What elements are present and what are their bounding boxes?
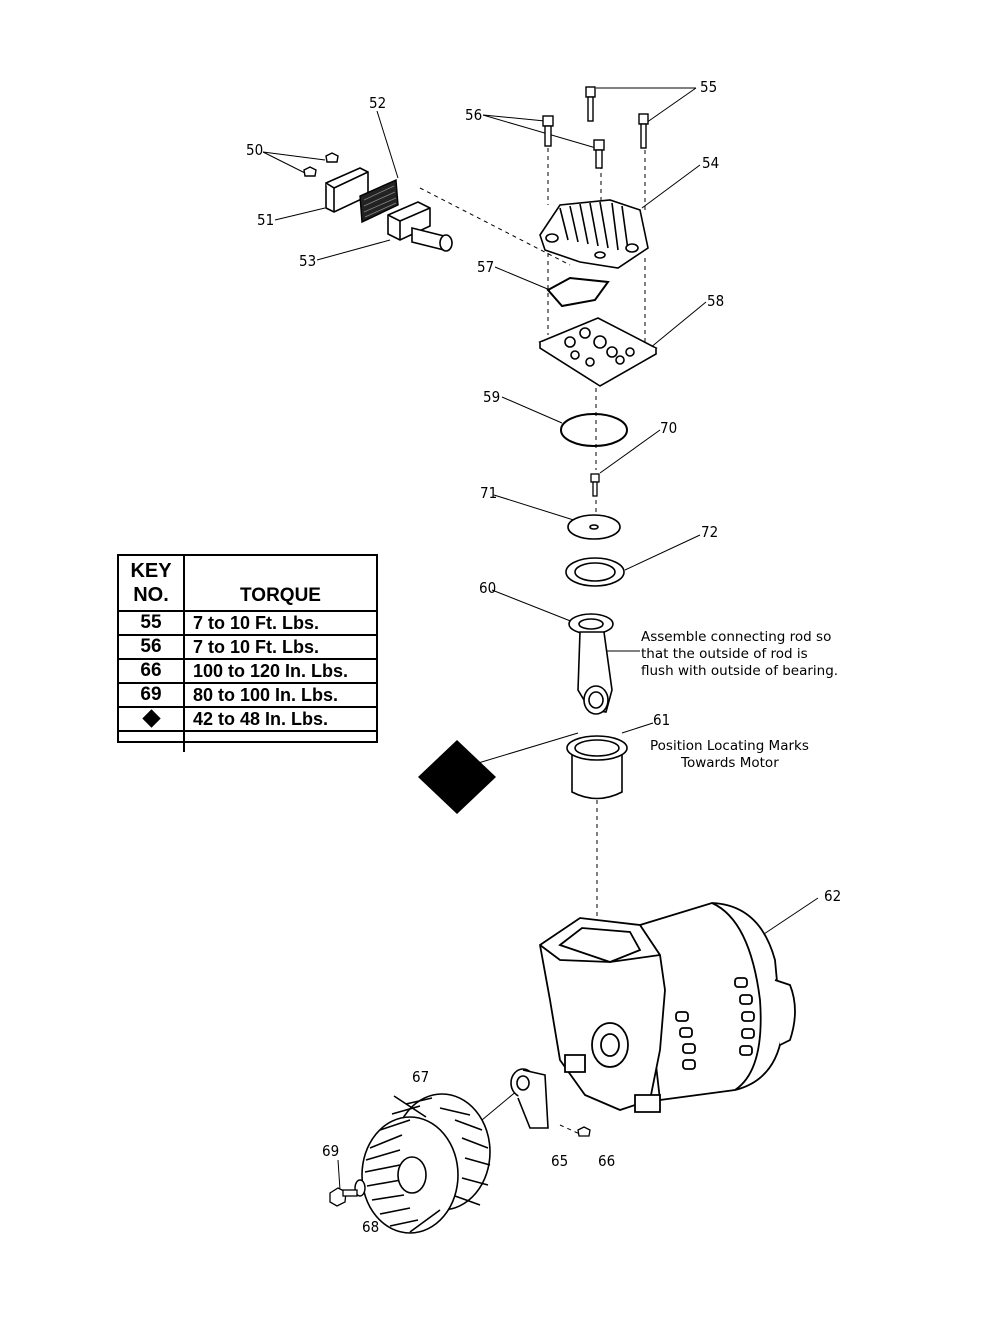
key-cell: 69: [119, 684, 185, 706]
torque-cell: [185, 732, 376, 752]
callout-69: 69: [322, 1142, 339, 1160]
callout-53: 53: [299, 252, 316, 270]
connecting-rod-note: Assemble connecting rod so that the outs…: [641, 629, 838, 679]
diamond-icon: [141, 709, 161, 728]
part-50-screws: [303, 152, 339, 177]
callout-59: 59: [483, 388, 500, 406]
note-line: Towards Motor: [680, 755, 779, 771]
callout-62: 62: [824, 887, 841, 905]
locating-marks-note: Position Locating Marks Towards Motor: [650, 738, 809, 771]
alignment-lines: [419, 148, 646, 1136]
callout-70: 70: [660, 419, 677, 437]
note-line: flush with outside of bearing.: [641, 663, 838, 679]
callout-labels: 50 51 52 53 54 55 56 57 58 59 70 71 72 6…: [246, 78, 841, 1236]
part-57-head-gasket: [546, 276, 610, 308]
head-bolts: [542, 86, 649, 169]
part-54-cylinder-head: [539, 199, 649, 269]
table-row: 42 to 48 In. Lbs.: [119, 708, 376, 732]
callout-71: 71: [480, 484, 497, 502]
callout-54: 54: [702, 154, 719, 172]
key-header-line: KEY: [130, 560, 172, 582]
part-65-fan-adapter: [510, 1068, 549, 1129]
part-67-fan: [361, 1093, 491, 1234]
callout-60: 60: [479, 579, 496, 597]
key-cell: 56: [119, 636, 185, 658]
diamond-torque-symbol: [418, 740, 496, 814]
leader-lines: [262, 87, 819, 1191]
torque-header: TORQUE: [240, 585, 321, 606]
callout-55: 55: [700, 78, 717, 96]
table-row: 66 100 to 120 In. Lbs.: [119, 660, 376, 684]
callout-56: 56: [465, 106, 482, 124]
table-row: 69 80 to 100 In. Lbs.: [119, 684, 376, 708]
callout-52: 52: [369, 94, 386, 112]
key-cell: [119, 708, 185, 730]
callout-57: 57: [477, 258, 494, 276]
part-60-connecting-rod: [568, 613, 614, 715]
part-69-bolt: [329, 1187, 358, 1207]
part-70-screw: [590, 473, 600, 497]
callout-67: 67: [412, 1068, 429, 1086]
part-52-filter-element: [359, 178, 399, 224]
note-line: Assemble connecting rod so: [641, 629, 831, 645]
part-53-intake-manifold: [387, 201, 453, 252]
key-cell: 55: [119, 612, 185, 634]
no-header-line: NO.: [133, 584, 169, 606]
callout-72: 72: [701, 523, 718, 541]
table-row: 56 7 to 10 Ft. Lbs.: [119, 636, 376, 660]
part-59-o-ring: [560, 413, 628, 447]
callout-68: 68: [362, 1218, 379, 1236]
note-line: Position Locating Marks: [650, 738, 809, 754]
callout-61: 61: [653, 711, 670, 729]
part-62-motor: [539, 902, 796, 1113]
part-71-retainer: [567, 514, 621, 540]
callout-65: 65: [551, 1152, 568, 1170]
part-61-bearing: [566, 735, 628, 800]
callout-50: 50: [246, 141, 263, 159]
key-cell: 66: [119, 660, 185, 682]
torque-table-header: KEY NO. TORQUE: [119, 556, 376, 612]
note-line: that the outside of rod is: [641, 646, 808, 662]
table-row-empty: [119, 732, 376, 752]
torque-cell: 80 to 100 In. Lbs.: [193, 685, 339, 705]
callout-66: 66: [598, 1152, 615, 1170]
part-72-piston-cup: [565, 557, 625, 587]
torque-cell: 7 to 10 Ft. Lbs.: [193, 613, 320, 633]
part-66-screw: [577, 1126, 591, 1137]
torque-table: KEY NO. TORQUE 55 7 to 10 Ft. Lbs. 56 7 …: [117, 554, 378, 752]
callout-51: 51: [257, 211, 274, 229]
torque-cell: 42 to 48 In. Lbs.: [193, 709, 329, 729]
part-58-valve-plate: [538, 317, 658, 387]
table-row: 55 7 to 10 Ft. Lbs.: [119, 612, 376, 636]
key-no-header: KEY NO.: [119, 556, 185, 610]
torque-cell: 7 to 10 Ft. Lbs.: [193, 637, 320, 657]
torque-cell: 100 to 120 In. Lbs.: [193, 661, 349, 681]
callout-58: 58: [707, 292, 724, 310]
key-cell: [119, 732, 185, 752]
